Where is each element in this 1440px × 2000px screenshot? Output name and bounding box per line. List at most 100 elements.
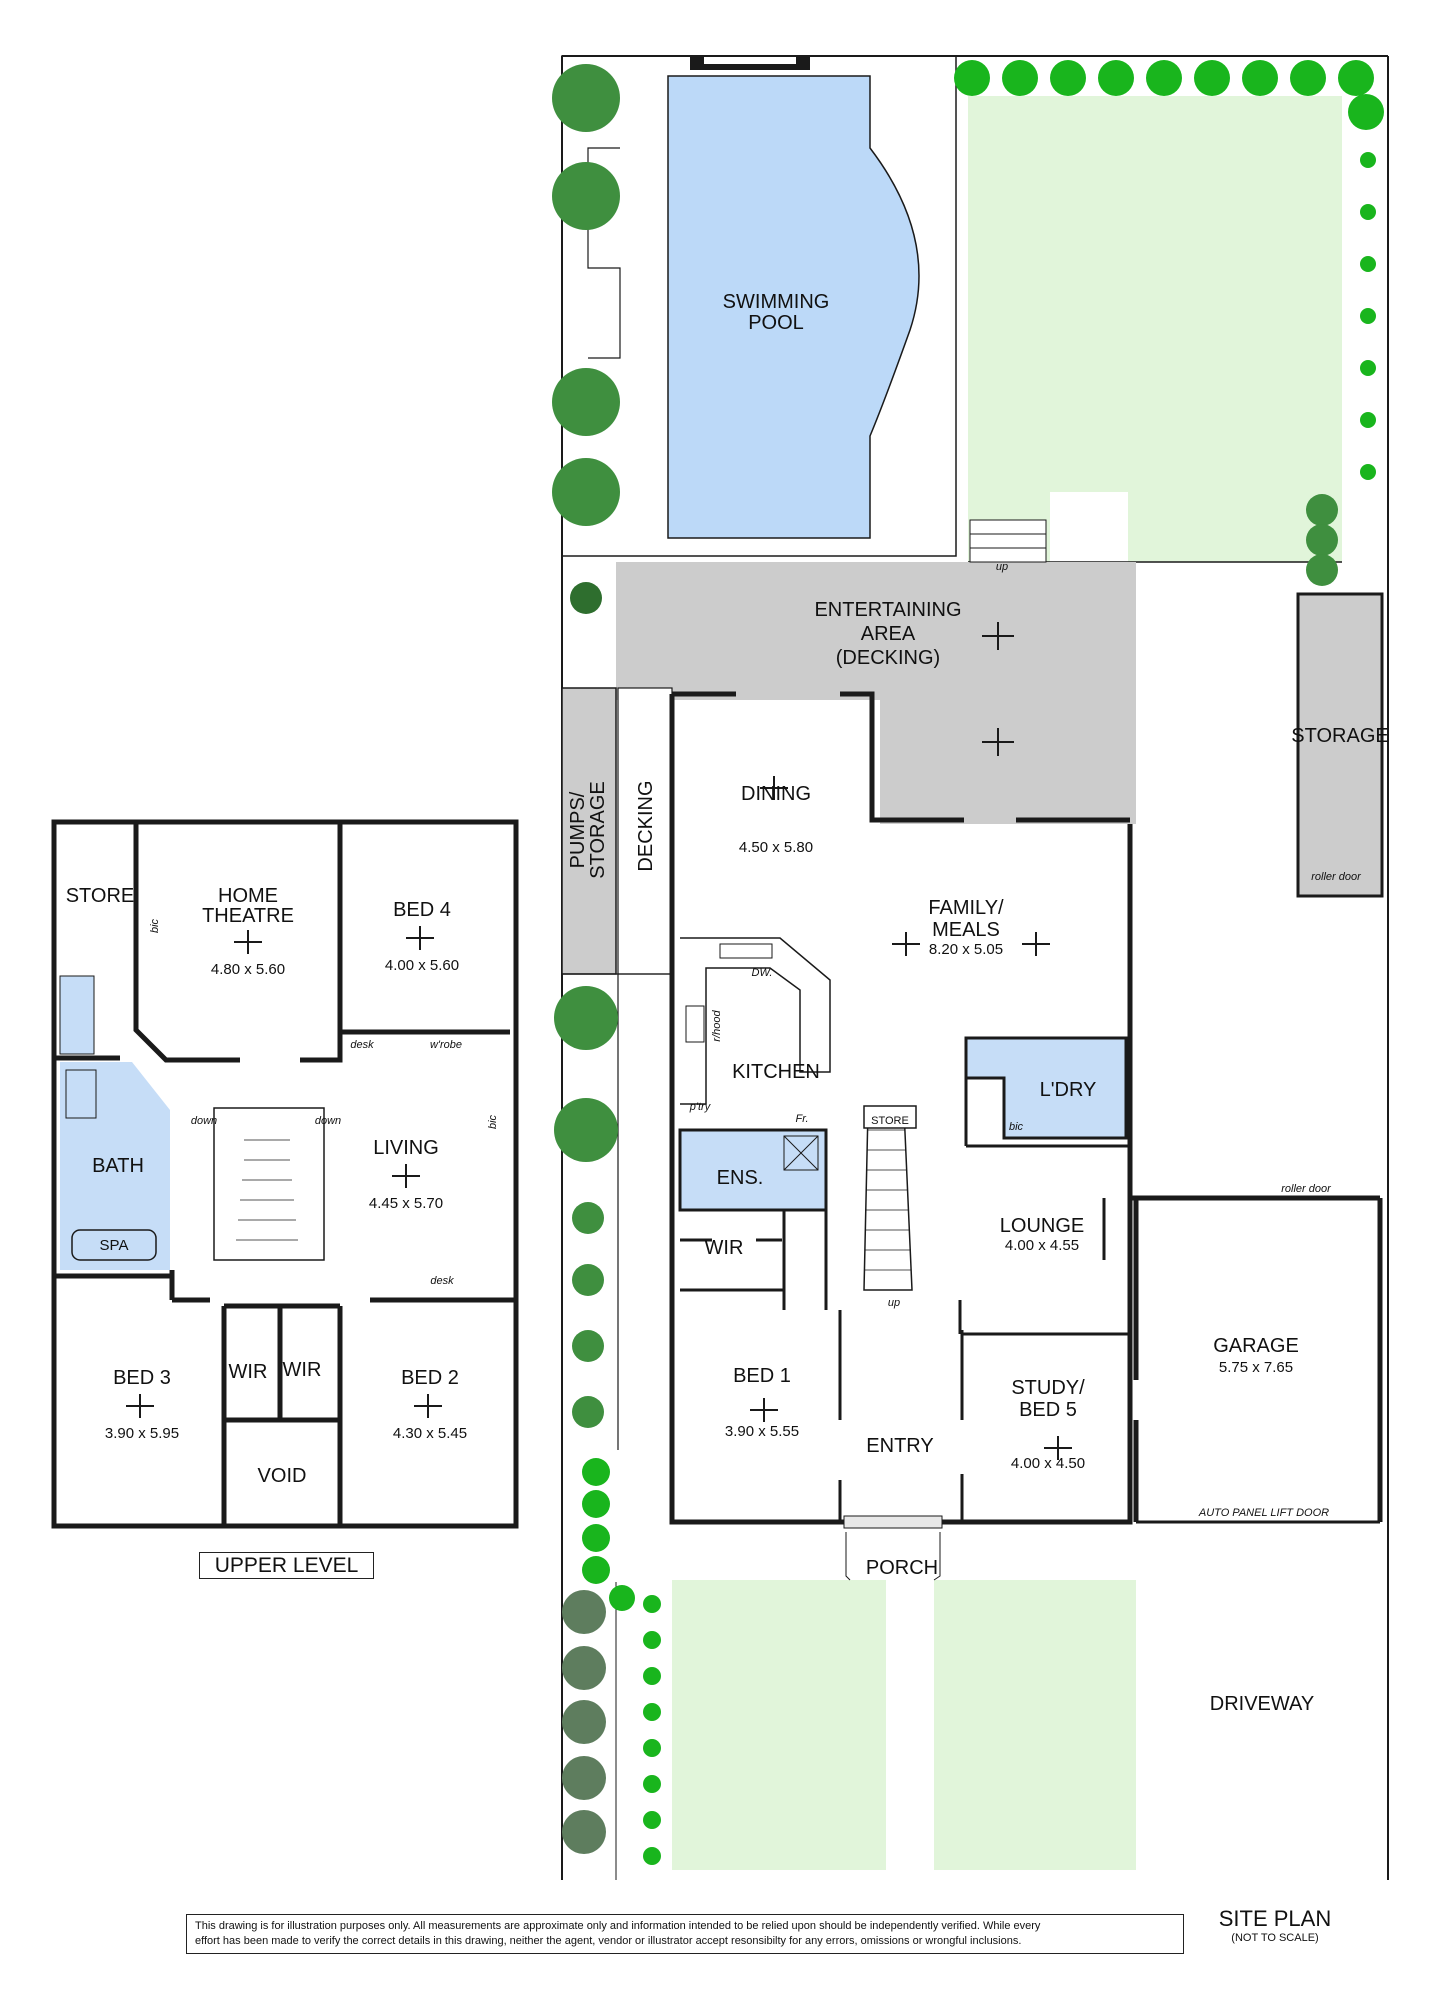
ceiling-fan-icons: [750, 622, 1072, 1460]
bed1-label: BED 1: [733, 1365, 791, 1387]
dining-label: DINING: [741, 783, 811, 805]
pool-pump-block-2: [704, 56, 796, 64]
upper-level-plan: STORE HOME THEATRE 4.80 x 5.60 BED 4 4.0…: [51, 819, 519, 1529]
kitchen-bench: [680, 937, 831, 1105]
kitchen-sink: [719, 943, 773, 959]
front-lawn-right: [934, 1580, 1136, 1870]
shower-base: [65, 1069, 97, 1119]
spa-tub: [71, 1229, 157, 1261]
site-plan-title-block: SITE PLAN (NOT TO SCALE): [1200, 1906, 1350, 1944]
fridge-note: Fr.: [795, 1113, 808, 1125]
ensuite-label: ENS.: [717, 1167, 764, 1189]
wir-label: WIR: [705, 1237, 744, 1259]
wir1-label: WIR: [229, 1361, 268, 1383]
ground-stairs: [863, 1109, 913, 1291]
laundry-bic-note: bic: [1009, 1121, 1024, 1133]
entertaining-label-3: (DECKING): [836, 647, 940, 669]
entertaining-label-1: ENTERTAINING: [814, 599, 961, 621]
site-plan-subtitle: (NOT TO SCALE): [1231, 1932, 1319, 1944]
family-label-2: MEALS: [932, 919, 1000, 941]
steps-up: [969, 519, 1047, 563]
bed2-dims: 4.30 x 5.45: [393, 1425, 467, 1442]
lounge-label: LOUNGE: [1000, 1215, 1084, 1237]
porch-label: PORCH: [866, 1557, 938, 1579]
bath-label: BATH: [92, 1155, 144, 1177]
rangehood-note: r/hood: [711, 1010, 723, 1042]
entertaining-label-2: AREA: [861, 623, 916, 645]
storage-shed: [1296, 592, 1384, 898]
bed4-label: BED 4: [393, 899, 451, 921]
laundry-wet-area: [964, 1036, 1128, 1140]
study-dims: 4.00 x 4.50: [1011, 1455, 1085, 1472]
auto-door-note: AUTO PANEL LIFT DOOR: [1198, 1507, 1329, 1519]
dining-dims: 4.50 x 5.80: [739, 839, 813, 856]
void-label: VOID: [258, 1465, 307, 1487]
storage-roller-door-note: roller door: [1311, 871, 1362, 883]
pool-label-1: SWIMMING: [723, 291, 830, 313]
home-theatre-label-1: HOME: [218, 885, 278, 907]
ensuite-wet-area: [678, 1128, 828, 1212]
pumps-label-1: PUMPS/: [567, 791, 589, 868]
pantry-note: p'try: [689, 1101, 712, 1113]
stair-down-note-1: down: [191, 1115, 217, 1127]
pumps-storage-area: [561, 687, 617, 975]
upper-desk-note-1: desk: [350, 1039, 374, 1051]
driveway-label: DRIVEWAY: [1210, 1693, 1314, 1715]
entry-label: ENTRY: [866, 1435, 933, 1457]
tree-icons: [552, 60, 1384, 1865]
bed1-dims: 3.90 x 5.55: [725, 1423, 799, 1440]
deck-steps-up-note: up: [996, 561, 1008, 573]
entertaining-decking: [616, 562, 1136, 824]
study-label-1: STUDY/: [1011, 1377, 1085, 1399]
stair-up-note: up: [888, 1297, 900, 1309]
upper-bic-note-1: bic: [149, 918, 161, 933]
wrobe-note: w'robe: [430, 1039, 462, 1051]
bed3-label: BED 3: [113, 1367, 171, 1389]
bed2-label: BED 2: [401, 1367, 459, 1389]
upper-stair-well: [213, 1107, 325, 1261]
bed3-dims: 3.90 x 5.95: [105, 1425, 179, 1442]
front-lawn-left: [672, 1580, 886, 1870]
garage-roller-door-note: roller door: [1281, 1183, 1332, 1195]
kitchen-label: KITCHEN: [732, 1061, 820, 1083]
home-theatre-label-2: THEATRE: [202, 905, 294, 927]
ground-floor-walls: [669, 691, 1383, 1525]
garage-label: GARAGE: [1213, 1335, 1299, 1357]
swimming-pool: [667, 75, 920, 539]
bed4-dims: 4.00 x 5.60: [385, 957, 459, 974]
cooktop: [685, 1005, 705, 1043]
disclaimer-box: This drawing is for illustration purpose…: [186, 1914, 1184, 1954]
pool-label-2: POOL: [748, 312, 804, 334]
upper-bic-note-2: bic: [487, 1114, 499, 1129]
dishwasher-note: DW.: [752, 967, 773, 979]
home-theatre-dims: 4.80 x 5.60: [211, 961, 285, 978]
living-dims: 4.45 x 5.70: [369, 1195, 443, 1212]
ensuite-toilet-area: [59, 975, 95, 1055]
upper-walls: [51, 819, 519, 1529]
porch-step: [843, 1515, 943, 1529]
garage-dims: 5.75 x 7.65: [1219, 1359, 1293, 1376]
upper-level-caption: UPPER LEVEL: [199, 1552, 374, 1579]
disclaimer-line-2: effort has been made to verify the corre…: [195, 1935, 1022, 1947]
decking-label: DECKING: [635, 780, 657, 871]
site-plan-title: SITE PLAN: [1218, 1906, 1332, 1931]
stair-store-label: STORE: [871, 1115, 909, 1127]
back-lawn: [968, 96, 1342, 562]
lounge-dims: 4.00 x 4.55: [1005, 1237, 1079, 1254]
living-label: LIVING: [373, 1137, 439, 1159]
study-label-2: BED 5: [1019, 1399, 1077, 1421]
bath-wet-area: [60, 1062, 170, 1270]
upper-desk-note-2: desk: [430, 1275, 454, 1287]
stair-store: [863, 1105, 917, 1129]
site-plan: SWIMMING POOL ENTERTAINING AREA (DECKING…: [552, 55, 1389, 1880]
storage-label: STORAGE: [1291, 725, 1388, 747]
family-dims: 8.20 x 5.05: [929, 941, 1003, 958]
stair-down-note-2: down: [315, 1115, 341, 1127]
spa-label: SPA: [100, 1237, 129, 1254]
laundry-label: L'DRY: [1040, 1079, 1097, 1101]
pool-side-path: [587, 147, 621, 359]
upper-store-label: STORE: [66, 885, 135, 907]
disclaimer-line-1: This drawing is for illustration purpose…: [195, 1920, 1041, 1932]
pumps-label-2: STORAGE: [587, 781, 609, 878]
